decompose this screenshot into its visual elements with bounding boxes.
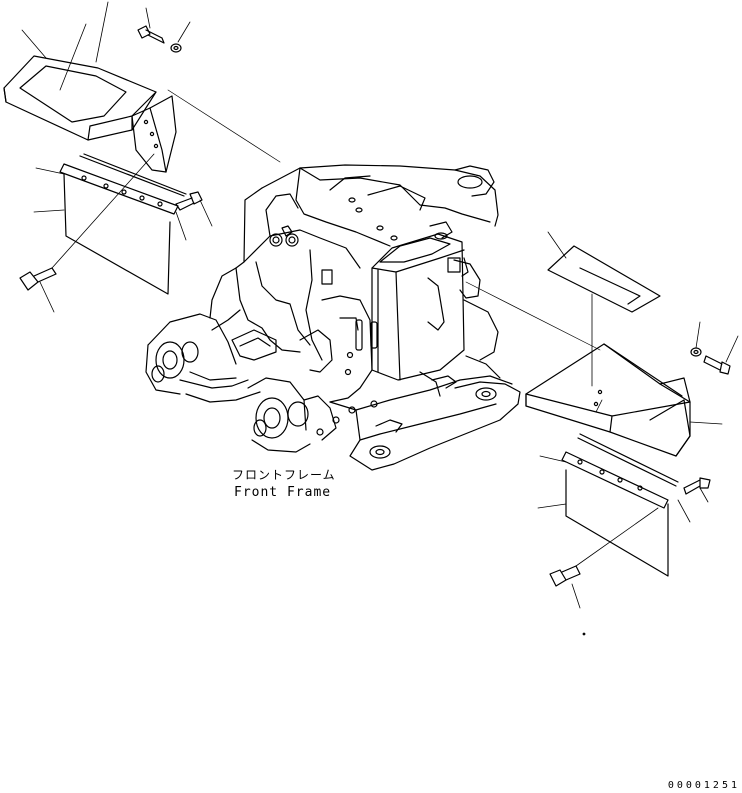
left-fender-washer xyxy=(170,43,182,53)
right-fender-washer xyxy=(690,347,702,357)
right-mounting-plate xyxy=(561,451,669,509)
caption-japanese: フロントフレーム xyxy=(232,468,336,482)
caption-english: Front Frame xyxy=(234,485,332,500)
drawing-code: 00001251 xyxy=(667,780,740,791)
left-mud-flap xyxy=(63,173,171,295)
right-fender-assembly xyxy=(465,231,739,636)
left-fender-assembly xyxy=(3,1,281,313)
right-fender-bolt xyxy=(703,355,731,375)
left-mounting-plate xyxy=(59,163,179,215)
right-flap-bolt xyxy=(549,565,581,587)
right-decal-sheet xyxy=(547,245,661,313)
right-mud-flap xyxy=(565,469,669,577)
left-fender-bolt xyxy=(137,25,165,44)
left-plate-bolt xyxy=(175,191,203,211)
left-flap-bolt xyxy=(19,267,57,291)
front-frame xyxy=(145,164,521,471)
right-plate-bolt xyxy=(683,477,711,495)
